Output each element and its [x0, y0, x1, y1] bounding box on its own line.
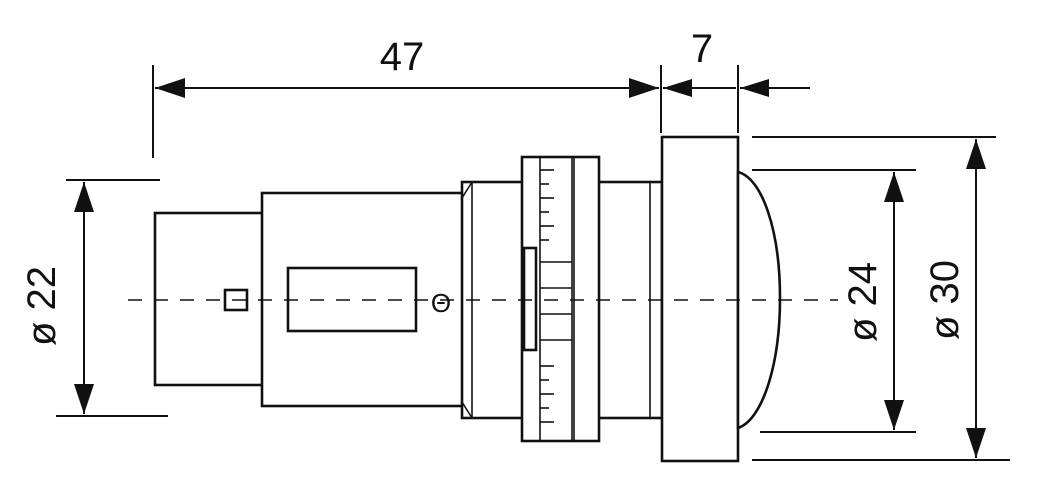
knurl-ticks — [540, 169, 572, 423]
dimension-dia-30 — [966, 139, 986, 458]
dimension-7 — [663, 79, 810, 97]
dim-label-7: 7 — [691, 27, 713, 71]
dimension-47 — [155, 78, 659, 98]
front-flange — [660, 135, 740, 463]
dimension-dia-22 — [74, 182, 94, 414]
dim-label-47: 47 — [380, 35, 425, 79]
circle-mark: Θ — [431, 288, 451, 318]
dimension-dia-24 — [884, 172, 904, 430]
part-body — [153, 135, 782, 463]
dim-label-dia-30: ø 30 — [923, 260, 967, 340]
knurled-nut — [520, 155, 601, 443]
extension-lines — [56, 65, 1010, 461]
dim-label-dia-22: ø 22 — [20, 266, 64, 346]
dim-label-dia-24: ø 24 — [841, 262, 885, 342]
